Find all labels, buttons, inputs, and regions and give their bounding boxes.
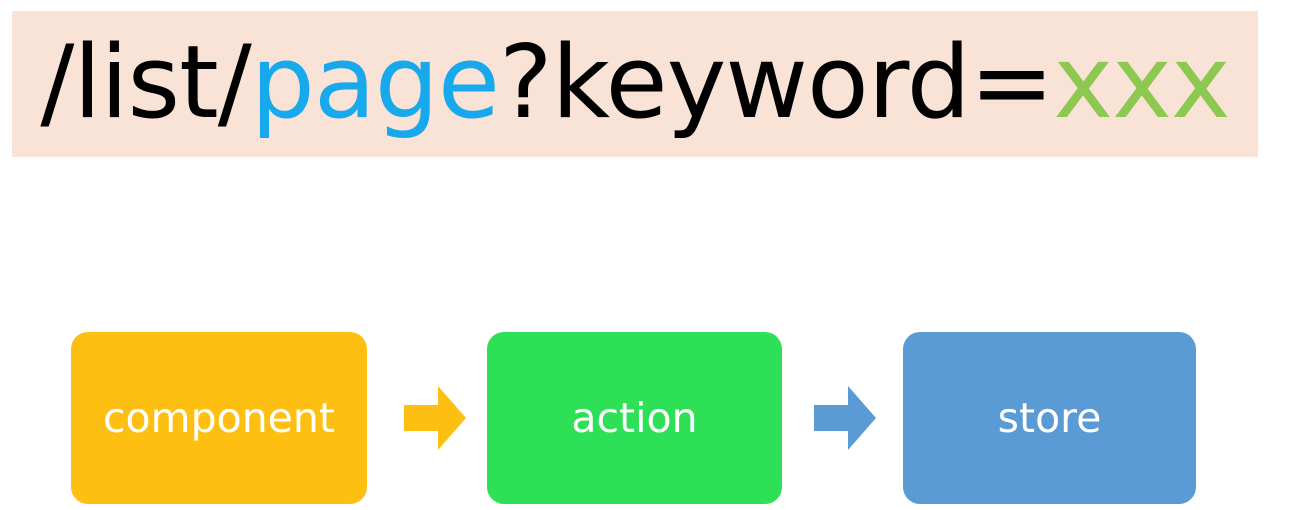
node-action: action [487, 332, 782, 504]
node-component: component [71, 332, 367, 504]
url-segment-query-key: ?keyword= [499, 22, 1054, 141]
node-component-label: component [103, 393, 335, 442]
node-action-label: action [571, 393, 698, 442]
url-banner: /list/page?keyword=xxx [12, 11, 1258, 157]
url-segment-page-param: page [250, 22, 500, 141]
arrow-right-icon-component-to-action [404, 384, 466, 452]
flow-row: component action store [0, 332, 1303, 504]
url-segment-path: /list/ [40, 22, 251, 141]
url-segment-query-value: xxx [1053, 22, 1230, 141]
url-string: /list/page?keyword=xxx [40, 31, 1230, 133]
node-store: store [903, 332, 1196, 504]
arrow-right-icon-action-to-store [814, 384, 876, 452]
node-store-label: store [997, 393, 1102, 442]
